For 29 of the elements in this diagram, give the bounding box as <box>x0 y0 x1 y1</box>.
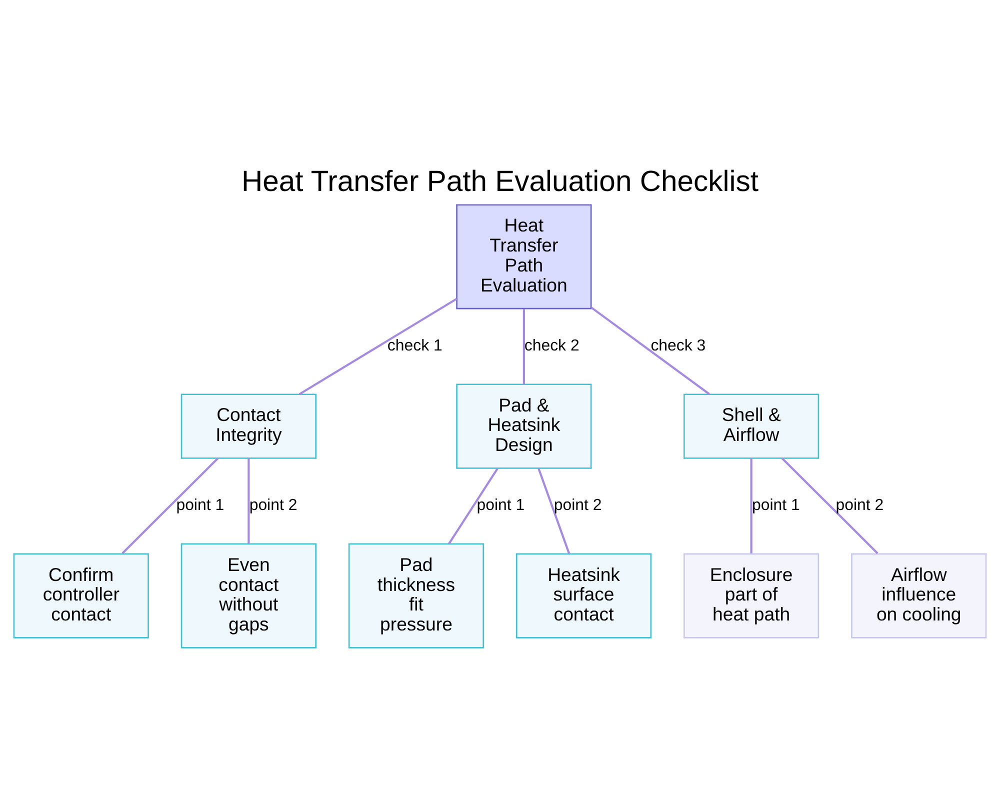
edge-label: point 2 <box>836 497 884 514</box>
edge-label: check 1 <box>387 338 442 355</box>
edge-label: check 3 <box>650 338 706 355</box>
connector <box>522 309 525 384</box>
connector <box>298 298 458 396</box>
edge-label: check 2 <box>524 338 580 355</box>
connector <box>448 468 498 545</box>
node-box: Heatsink surface contact <box>516 553 652 638</box>
connector <box>750 458 752 554</box>
connector <box>122 457 219 554</box>
node-box: Contact Integrity <box>180 394 316 459</box>
node-box: Airflow influence on cooling <box>851 553 987 638</box>
edge-label: point 1 <box>176 497 224 514</box>
edge-label: point 1 <box>752 497 800 514</box>
connector <box>590 306 710 395</box>
edge-label: point 1 <box>476 497 525 514</box>
node-box: Even contact without gaps <box>180 543 316 648</box>
connector <box>781 457 878 554</box>
node-box: Shell & Airflow <box>684 394 820 459</box>
node-box: Confirm controller contact <box>13 553 149 638</box>
node-box: Heat Transfer Path Evaluation <box>456 204 592 310</box>
connector <box>248 458 250 544</box>
node-box: Pad thickness fit pressure <box>348 543 484 648</box>
node-box: Enclosure part of heat path <box>684 553 820 638</box>
diagram-title: Heat Transfer Path Evaluation Checklist <box>241 166 759 198</box>
edge-label: point 2 <box>249 497 298 514</box>
edge-label: point 2 <box>554 497 602 514</box>
node-box: Pad & Heatsink Design <box>456 384 592 469</box>
connector <box>538 468 570 554</box>
